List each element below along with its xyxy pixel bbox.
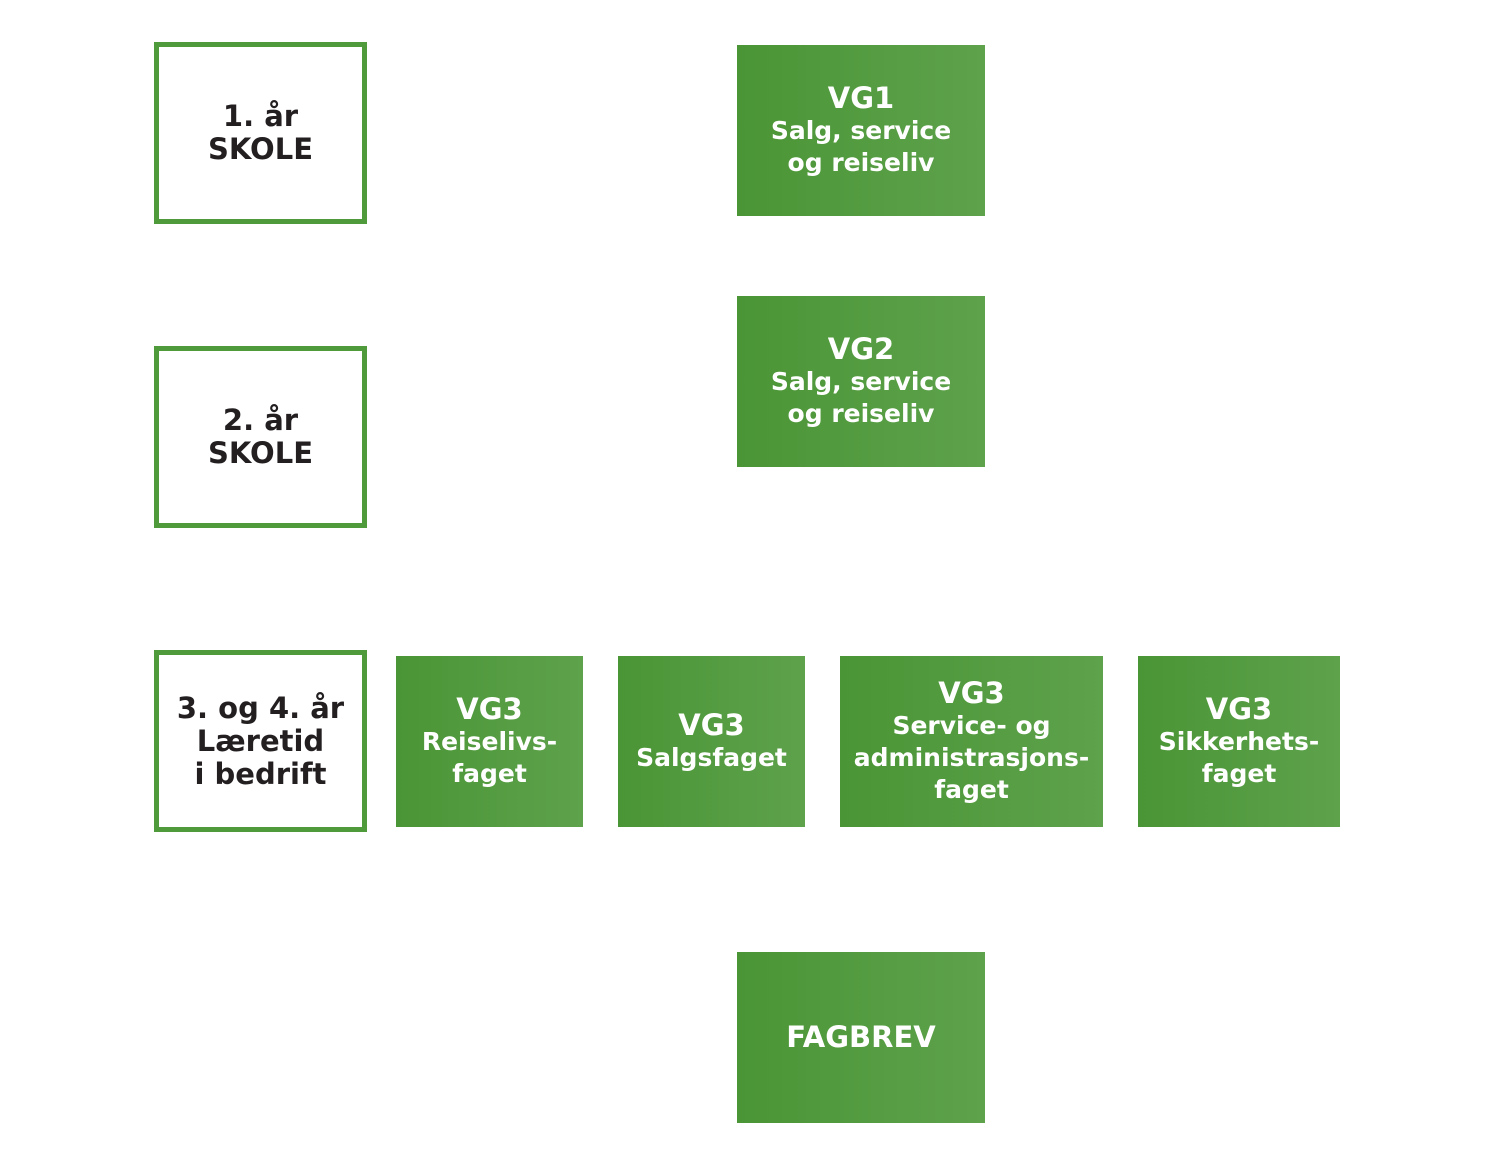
vg1-box: VG1 Salg, service og reiseliv	[737, 45, 985, 216]
stage-year-3-4-line-3: i bedrift	[194, 756, 327, 791]
vg3-salg-title: VG3	[678, 708, 745, 742]
stage-year-3-4-line-1: 3. og 4. år	[176, 690, 345, 725]
vg3-sikkerhet-line-2: faget	[1201, 759, 1277, 788]
vg3-salg-line-1: Salgsfaget	[636, 743, 787, 772]
vg3-service-line-1: Service- og	[892, 711, 1051, 740]
vg3-service-line-2: administrasjons-	[853, 743, 1090, 772]
vg1-line-1: Salg, service	[770, 116, 952, 145]
vg3-box-sikkerhetsfaget: VG3 Sikkerhets- faget	[1138, 656, 1340, 827]
stage-year-2-line-2: SKOLE	[208, 436, 313, 470]
vg2-line-1: Salg, service	[770, 367, 952, 396]
stage-year-2-line-1: 2. år	[222, 403, 299, 437]
vg2-title: VG2	[827, 332, 895, 366]
vg3-sikkerhet-line-1: Sikkerhets-	[1158, 727, 1320, 756]
vg3-sikkerhet-title: VG3	[1205, 692, 1273, 726]
vg2-box: VG2 Salg, service og reiseliv	[737, 296, 985, 467]
vg3-service-line-3: faget	[934, 775, 1009, 804]
stage-year-1: 1. år SKOLE	[154, 42, 367, 224]
vg3-reiseliv-line-1: Reiselivs-	[421, 727, 558, 756]
vg3-box-reiselivsfaget: VG3 Reiselivs- faget	[396, 656, 583, 827]
stage-year-3-4: 3. og 4. år Læretid i bedrift	[154, 650, 367, 832]
stage-year-1-line-1: 1. år	[222, 99, 299, 133]
fagbrev-box: FAGBREV	[737, 952, 985, 1123]
vg1-line-2: og reiseliv	[787, 148, 935, 177]
vg1-title: VG1	[827, 81, 895, 115]
stage-year-2: 2. år SKOLE	[154, 346, 367, 528]
stage-year-1-line-2: SKOLE	[208, 132, 313, 166]
stage-year-3-4-line-2: Læretid	[196, 723, 325, 758]
vg3-box-service-administrasjonsfaget: VG3 Service- og administrasjons- faget	[840, 656, 1103, 827]
vg3-reiseliv-title: VG3	[456, 692, 523, 726]
vg3-service-title: VG3	[938, 676, 1005, 710]
vg3-reiseliv-line-2: faget	[452, 759, 527, 788]
fagbrev-label: FAGBREV	[786, 1020, 936, 1054]
vg2-line-2: og reiseliv	[787, 399, 935, 428]
vg3-box-salgsfaget: VG3 Salgsfaget	[618, 656, 805, 827]
